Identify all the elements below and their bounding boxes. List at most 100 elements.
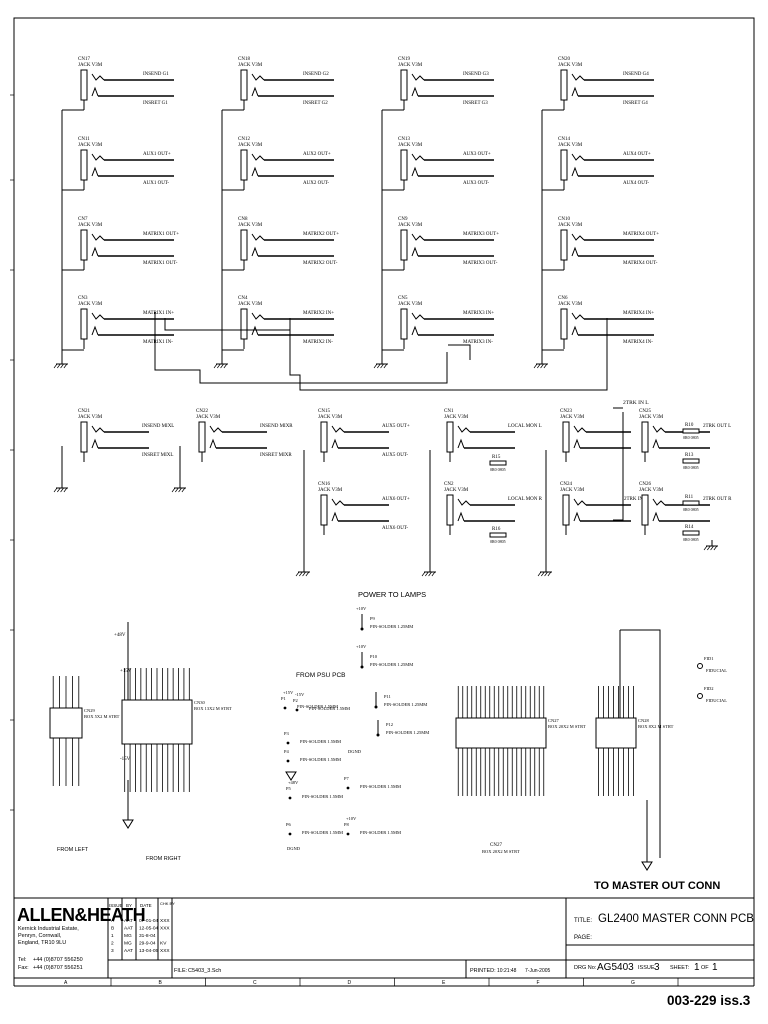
ground-hatch [181,487,186,493]
grid-col-label: E [442,980,446,986]
tip-contact [411,233,425,241]
resistor-body [682,458,700,464]
header-type: BOX 13X2 M STRT [194,706,232,711]
resistor-body [682,428,700,434]
jack-ref: CN11 [78,137,90,142]
grid-col-label: A [64,980,68,986]
net-label-tip: AUX4 OUT+ [623,152,651,157]
jack-body [400,149,408,181]
resistor-value: 0R0 0805 [683,537,699,542]
resistor-ref: R10 [685,423,694,428]
net-label-tip: MATRIX4 IN+ [623,311,654,316]
pin-dot [286,759,290,763]
pin-type: PIN-SOLDER 1.5MM [300,757,341,762]
jack-ref: CN13 [398,137,410,142]
ground-hatch [540,363,544,369]
master-bus [620,629,661,858]
issue-number: 3 [654,962,660,973]
pin-rail: +10V [356,606,367,611]
net-label-tip: MATRIX2 IN+ [303,311,334,316]
jack-body [198,421,206,453]
tip-contact [91,312,105,320]
jack-ref: CN25 [639,409,651,414]
ring-contact [571,166,579,177]
ring-contact [571,246,579,257]
jack-type: JACK V3M [78,302,103,307]
dgnd-psu: DGND [287,846,301,851]
rev-cell: AAT [124,918,133,924]
net-label-ring: MATRIX4 OUT- [623,261,658,266]
pin-type: PIN-SOLDER 1.5MM [360,784,401,789]
ground-hatch [543,363,548,369]
jack-type: JACK V3M [238,63,263,68]
tip-contact [411,153,425,161]
header-type: BOX 20X2 M STRT [548,724,586,729]
ring-contact [91,246,99,257]
header-ref: CN28 [638,718,650,723]
resistor-body [489,460,507,466]
ground-hatch [544,571,548,577]
tip-contact [251,73,265,81]
pin-type: PIN-SOLDER 1.5MM [300,739,341,744]
fiducial-ref: FID1 [704,656,714,661]
pin-ref: P8 [344,822,350,827]
net-label-ring: AUX5 OUT- [382,453,408,458]
jack-type: JACK V3M [398,223,423,228]
rev-cell: 1 [111,933,114,939]
jack-body [446,421,454,453]
ground-hatch [547,571,552,577]
jack-ref: CN26 [639,482,651,487]
address-line-3: England, TR10 9LU [18,940,66,946]
ring-contact [571,86,579,97]
net-label-ring: MATRIX4 IN- [623,340,653,345]
jack-type: JACK V3M [558,302,583,307]
header-body [455,717,547,749]
resistor-value: 0R0 0805 [490,467,506,472]
sheet-of: OF [701,965,709,971]
net-2trk-in-l: 2TRK IN L [623,400,649,406]
file-name: C5403_3.Sch [188,968,221,974]
jack-body [320,494,328,526]
net-label-tip: INSEND MIXL [142,424,174,429]
ring-contact [91,325,99,336]
pin-rail: +10V [356,644,367,649]
ring-contact [91,86,99,97]
jack-ref: CN4 [238,296,248,301]
fax-number: +44 (0)8707 556251 [33,965,83,971]
rev-cell: A [111,918,115,924]
pin-rail: +48V [288,780,299,785]
jack-body [400,69,408,101]
jack-type: JACK V3M [398,63,423,68]
jack-type: JACK V3M [238,223,263,228]
jack-type: JACK V3M [639,488,664,493]
pin-ref: P12 [386,722,393,727]
grid-col-label: C [253,980,257,986]
tip-contact [91,233,105,241]
jack-body [240,229,248,261]
ground-hatch [63,363,68,369]
net-label-tip: INSEND G3 [463,72,489,77]
pin-type: PIN-SOLDER 1.5MM [302,794,343,799]
issue-label: ISSUE [638,965,655,971]
jack-ref: CN8 [238,217,248,222]
ring-contact [251,166,259,177]
jack-ref: CN15 [318,409,330,414]
resistor-body [682,500,700,506]
rev-cell: 29-9-04 [139,941,156,947]
